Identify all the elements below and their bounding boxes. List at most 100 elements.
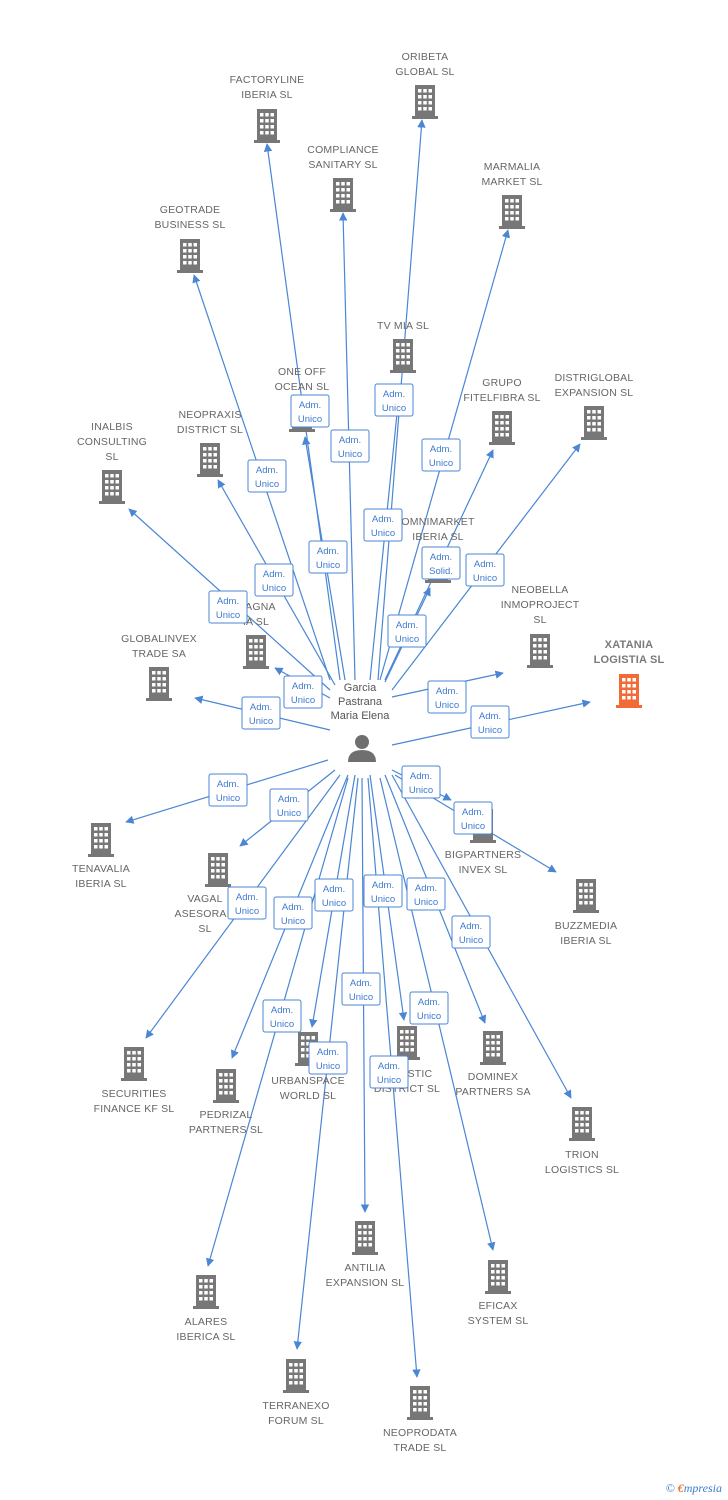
- role-badge-buzzmedia[interactable]: Adm.Unico: [453, 801, 493, 835]
- role-badge-alares[interactable]: Adm.Unico: [262, 999, 302, 1033]
- role-badge-securities[interactable]: Adm.Unico: [227, 886, 267, 920]
- role-text: Unico: [459, 935, 483, 946]
- company-name-line: PARTNERS SA: [455, 1086, 530, 1098]
- role-badge-trion[interactable]: Adm. Unico: [451, 915, 491, 949]
- role-text: Adm.: [460, 921, 482, 932]
- company-name-line: XATANIA: [605, 639, 654, 651]
- company-node-geotrade[interactable]: GEOTRADE BUSINESS SL: [154, 204, 225, 273]
- company-name-line: FACTORYLINE: [230, 74, 305, 86]
- company-name-line: WORLD SL: [280, 1090, 336, 1102]
- role-badge-eficax[interactable]: Adm.Unico: [409, 991, 449, 1025]
- role-text: Unico: [216, 610, 240, 621]
- role-badge-antilia[interactable]: Adm.Unico: [341, 972, 381, 1006]
- company-name-line: FORUM SL: [268, 1415, 324, 1427]
- role-text: Unico: [409, 785, 433, 796]
- role-text: Adm.: [339, 435, 361, 446]
- role-text: Adm.: [418, 997, 440, 1008]
- role-text: Adm.: [372, 880, 394, 891]
- role-badge-compliance[interactable]: Adm. Unico: [330, 429, 370, 463]
- company-name-line: GRUPO: [482, 377, 522, 389]
- role-badge-factoryline[interactable]: Adm.Unico: [247, 459, 287, 493]
- company-name-line: IBERIA SL: [241, 89, 292, 101]
- person-node[interactable]: Garcia Pastrana Maria Elena: [331, 682, 391, 762]
- company-name-line: BUSINESS SL: [154, 219, 225, 231]
- company-name-line: IBERIA SL: [412, 531, 463, 543]
- role-badge-logistic[interactable]: Adm.Unico: [363, 874, 403, 908]
- role-badge-globalinvex[interactable]: Adm.Unico: [241, 696, 281, 730]
- company-name-line: GEOTRADE: [160, 204, 221, 216]
- role-badge-oneoff[interactable]: Adm.Unico: [363, 508, 403, 542]
- role-badge-inalbis[interactable]: Adm.Unico: [208, 590, 248, 624]
- company-name-line: SL: [105, 451, 118, 463]
- role-badge-geotrade[interactable]: Adm.Unico: [308, 540, 348, 574]
- role-badge-neoprodata[interactable]: Adm.Unico: [369, 1055, 409, 1089]
- role-text: Adm.: [282, 902, 304, 913]
- role-badge-xatania[interactable]: Adm.Unico: [470, 705, 510, 739]
- role-badge-marmalia[interactable]: Adm.Unico: [421, 438, 461, 472]
- role-badge-magna[interactable]: Adm.Unico: [283, 675, 323, 709]
- role-badge-frame: [269, 788, 309, 822]
- role-text: Adm.: [236, 892, 258, 903]
- role-text: Unico: [338, 449, 362, 460]
- building-icon: [394, 1026, 420, 1060]
- company-node-factoryline[interactable]: FACTORYLINE IBERIA SL: [230, 74, 305, 143]
- role-badge-tvmia[interactable]: Adm.Unico: [290, 394, 330, 428]
- role-badge-dominex[interactable]: Adm.Unico: [406, 877, 446, 911]
- role-badge-grupofitel[interactable]: Adm.Solid.: [421, 546, 461, 580]
- role-badge-oribeta[interactable]: Adm.Unico: [374, 383, 414, 417]
- role-text: Unico: [262, 583, 286, 594]
- role-text: Unico: [291, 695, 315, 706]
- role-badge-neopraxis[interactable]: Adm.Unico: [254, 563, 294, 597]
- person-icon: [348, 735, 376, 762]
- building-icon: [412, 85, 438, 119]
- company-name-line: TRADE SL: [394, 1442, 447, 1454]
- building-icon: [283, 1359, 309, 1393]
- building-icon: [407, 1386, 433, 1420]
- building-icon: [205, 853, 231, 887]
- role-badge-neobella[interactable]: Adm.Unico: [427, 680, 467, 714]
- role-badge-omnimarket[interactable]: Adm.Unico: [387, 614, 427, 648]
- role-text: Unico: [216, 793, 240, 804]
- role-badge-terranexo[interactable]: Adm.Unico: [308, 1041, 348, 1075]
- role-badge-vagal[interactable]: Adm.Unico: [269, 788, 309, 822]
- company-name-line: ORIBETA: [402, 51, 449, 63]
- building-icon: [390, 339, 416, 373]
- role-badge-urbanspace[interactable]: Adm.Unico: [314, 878, 354, 912]
- building-icon: [99, 470, 125, 504]
- company-name-line: FINANCE KF SL: [94, 1103, 175, 1115]
- company-name-line: ONE OFF: [278, 366, 326, 378]
- role-badge-pedrizal[interactable]: Adm.Unico: [273, 896, 313, 930]
- company-node-tvmia[interactable]: TV MIA SL: [377, 320, 429, 373]
- role-badge-tenavalia[interactable]: Adm.Unico: [208, 773, 248, 807]
- role-badge-bigpartners[interactable]: Adm.Unico: [401, 765, 441, 799]
- role-text: Unico: [414, 897, 438, 908]
- role-badge-distriglobal[interactable]: Adm.Unico: [465, 553, 505, 587]
- role-badge-frame: [208, 773, 248, 807]
